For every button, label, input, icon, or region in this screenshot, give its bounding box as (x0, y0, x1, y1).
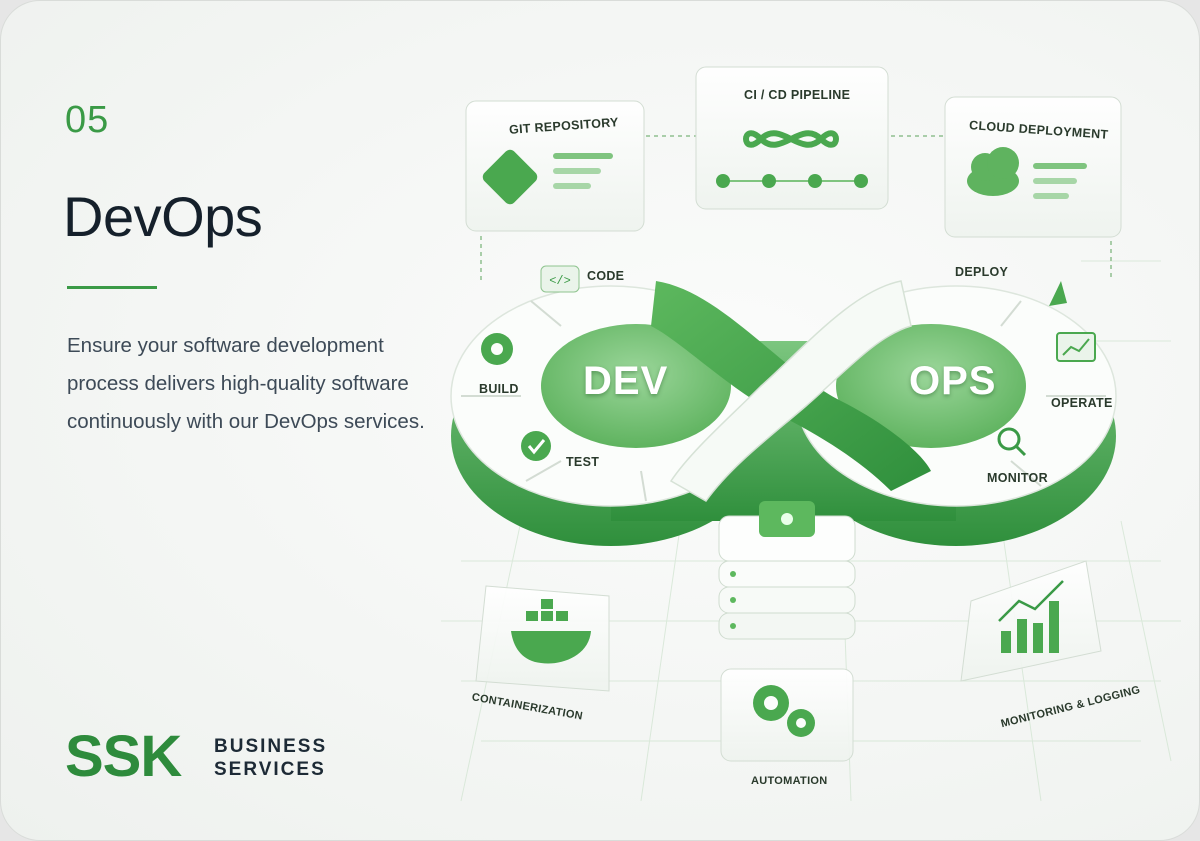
stage-icons: </> (481, 265, 1096, 461)
panel-connectors (480, 135, 1112, 281)
brand-line-1: BUSINESS (214, 736, 328, 757)
label-ci-cd-pipeline: CI / CD PIPELINE (744, 88, 851, 102)
devops-illustration: </> (421, 41, 1181, 821)
label-deploy: DEPLOY (955, 265, 1009, 279)
brand-line-2: SERVICES (214, 759, 326, 780)
label-automation: AUTOMATION (751, 775, 828, 787)
cloud-deployment-panel (944, 96, 1122, 238)
brand-name: BUSINESS SERVICES (214, 735, 327, 781)
rocket-icon (1049, 281, 1067, 306)
label-code: CODE (587, 269, 625, 283)
git-repository-panel (465, 100, 645, 232)
label-monitor: MONITOR (987, 471, 1048, 485)
slide-description: Ensure your software development process… (67, 334, 425, 433)
label-build: BUILD (479, 382, 519, 396)
code-icon: </> (540, 265, 580, 293)
slide-title: DevOps (63, 185, 263, 248)
automation-panel (720, 668, 854, 762)
gear-icon (481, 333, 513, 365)
search-icon (997, 427, 1027, 457)
ci-cd-pipeline-panel (695, 66, 889, 210)
label-dev: DEV (583, 359, 669, 403)
label-ops: OPS (909, 359, 997, 403)
check-icon (521, 431, 551, 461)
label-test: TEST (566, 455, 600, 469)
label-operate: OPERATE (1051, 396, 1113, 410)
server-stack (718, 501, 856, 640)
brand-logo: SSK (65, 724, 182, 789)
monitoring-logging-panel (960, 560, 1102, 682)
slide-number: 05 (65, 99, 110, 141)
infinity-base (450, 280, 1117, 546)
title-divider (67, 286, 157, 289)
illustration-graphics: </> (441, 66, 1181, 802)
svg-text:</>: </> (549, 274, 571, 288)
containerization-panel (475, 585, 610, 692)
chart-monitor-icon (1056, 332, 1096, 362)
